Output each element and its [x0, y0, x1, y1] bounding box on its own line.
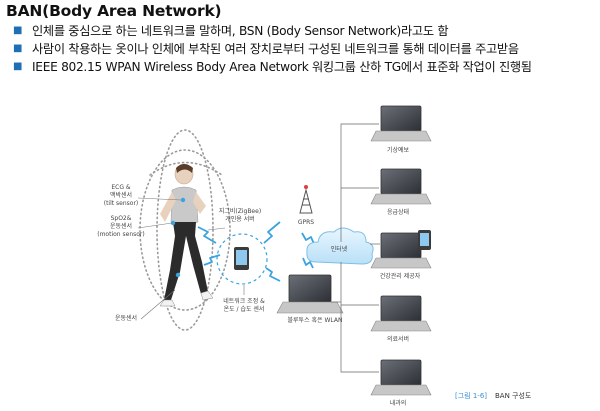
- sensor-label-spo2: 운동센서: [110, 222, 132, 230]
- square-bullet-icon: ■: [13, 61, 23, 72]
- person-figure: [159, 163, 214, 307]
- network-sensor-label: 네트워크 조정 &: [223, 297, 265, 305]
- square-bullet-icon: ■: [13, 43, 23, 54]
- bullet-text: 사람이 착용하는 옷이나 인체에 부착된 여러 장치로부터 구성된 네트워크를 …: [32, 42, 519, 56]
- phone-icon: [234, 247, 249, 270]
- sensor-label-ecg: ECG &: [111, 184, 131, 191]
- body-aura: [139, 129, 231, 331]
- destination-label: 내과의: [390, 399, 407, 407]
- sensor-label-spo2: (motion sensor): [97, 231, 144, 238]
- bullet-item: ■ 사람이 착용하는 옷이나 인체에 부착된 여러 장치로부터 구성된 네트워크…: [10, 41, 594, 57]
- bluetooth-label: 블루투스 혹은 WLAN: [288, 316, 343, 324]
- destination-label: 응급상태: [387, 208, 409, 216]
- destination-label: 건강관리 제공자: [380, 272, 421, 280]
- page-title: BAN(Body Area Network): [6, 2, 222, 20]
- sensor-label-ecg: 맥박센서: [110, 191, 132, 199]
- internet-label: 인터넷: [331, 245, 348, 253]
- destination-laptop-icon: [370, 295, 432, 332]
- phone-icon: [418, 230, 431, 250]
- destination-label: 기상예보: [387, 146, 410, 154]
- destination-laptop-icon: [370, 168, 432, 205]
- destination-laptop-icon: [370, 105, 432, 142]
- sensor-label-spo2: SpO2&: [111, 215, 132, 222]
- sensor-leaders: [137, 197, 226, 320]
- bullet-item: ■ IEEE 802.15 WPAN Wireless Body Area Ne…: [10, 59, 594, 75]
- figure-caption: BAN 구성도: [495, 391, 532, 400]
- bullet-text: 인체를 중심으로 하는 네트워크를 말하며, BSN (Body Sensor …: [32, 24, 449, 38]
- square-bullet-icon: ■: [13, 25, 23, 36]
- bullet-text: IEEE 802.15 WPAN Wireless Body Area Netw…: [32, 60, 532, 74]
- bullet-list: ■ 인체를 중심으로 하는 네트워크를 말하며, BSN (Body Senso…: [10, 23, 594, 77]
- bullet-item: ■ 인체를 중심으로 하는 네트워크를 말하며, BSN (Body Senso…: [10, 23, 594, 39]
- wireless-links: [197, 221, 315, 282]
- destination-label: 의료서버: [387, 335, 409, 343]
- zigbee-label: 개인용 서버: [225, 215, 255, 223]
- gprs-label: GPRS: [298, 219, 314, 226]
- figure-number: [그림 1-6]: [455, 392, 487, 400]
- gprs-tower-icon: [299, 185, 313, 214]
- internet-cloud: [306, 227, 374, 265]
- sensor-label-ecg: (tilt sensor): [104, 200, 139, 207]
- zigbee-label: 지그비(ZigBee): [219, 207, 261, 215]
- sensor-label-motion: 운동센서: [115, 314, 137, 322]
- laptop-icon: [276, 274, 344, 314]
- network-sensor-label: 온도 / 습도 센서: [224, 305, 265, 313]
- network-connectors: [331, 123, 380, 373]
- destination-laptop-icon: [370, 359, 432, 396]
- personal-server-zone: [216, 233, 268, 285]
